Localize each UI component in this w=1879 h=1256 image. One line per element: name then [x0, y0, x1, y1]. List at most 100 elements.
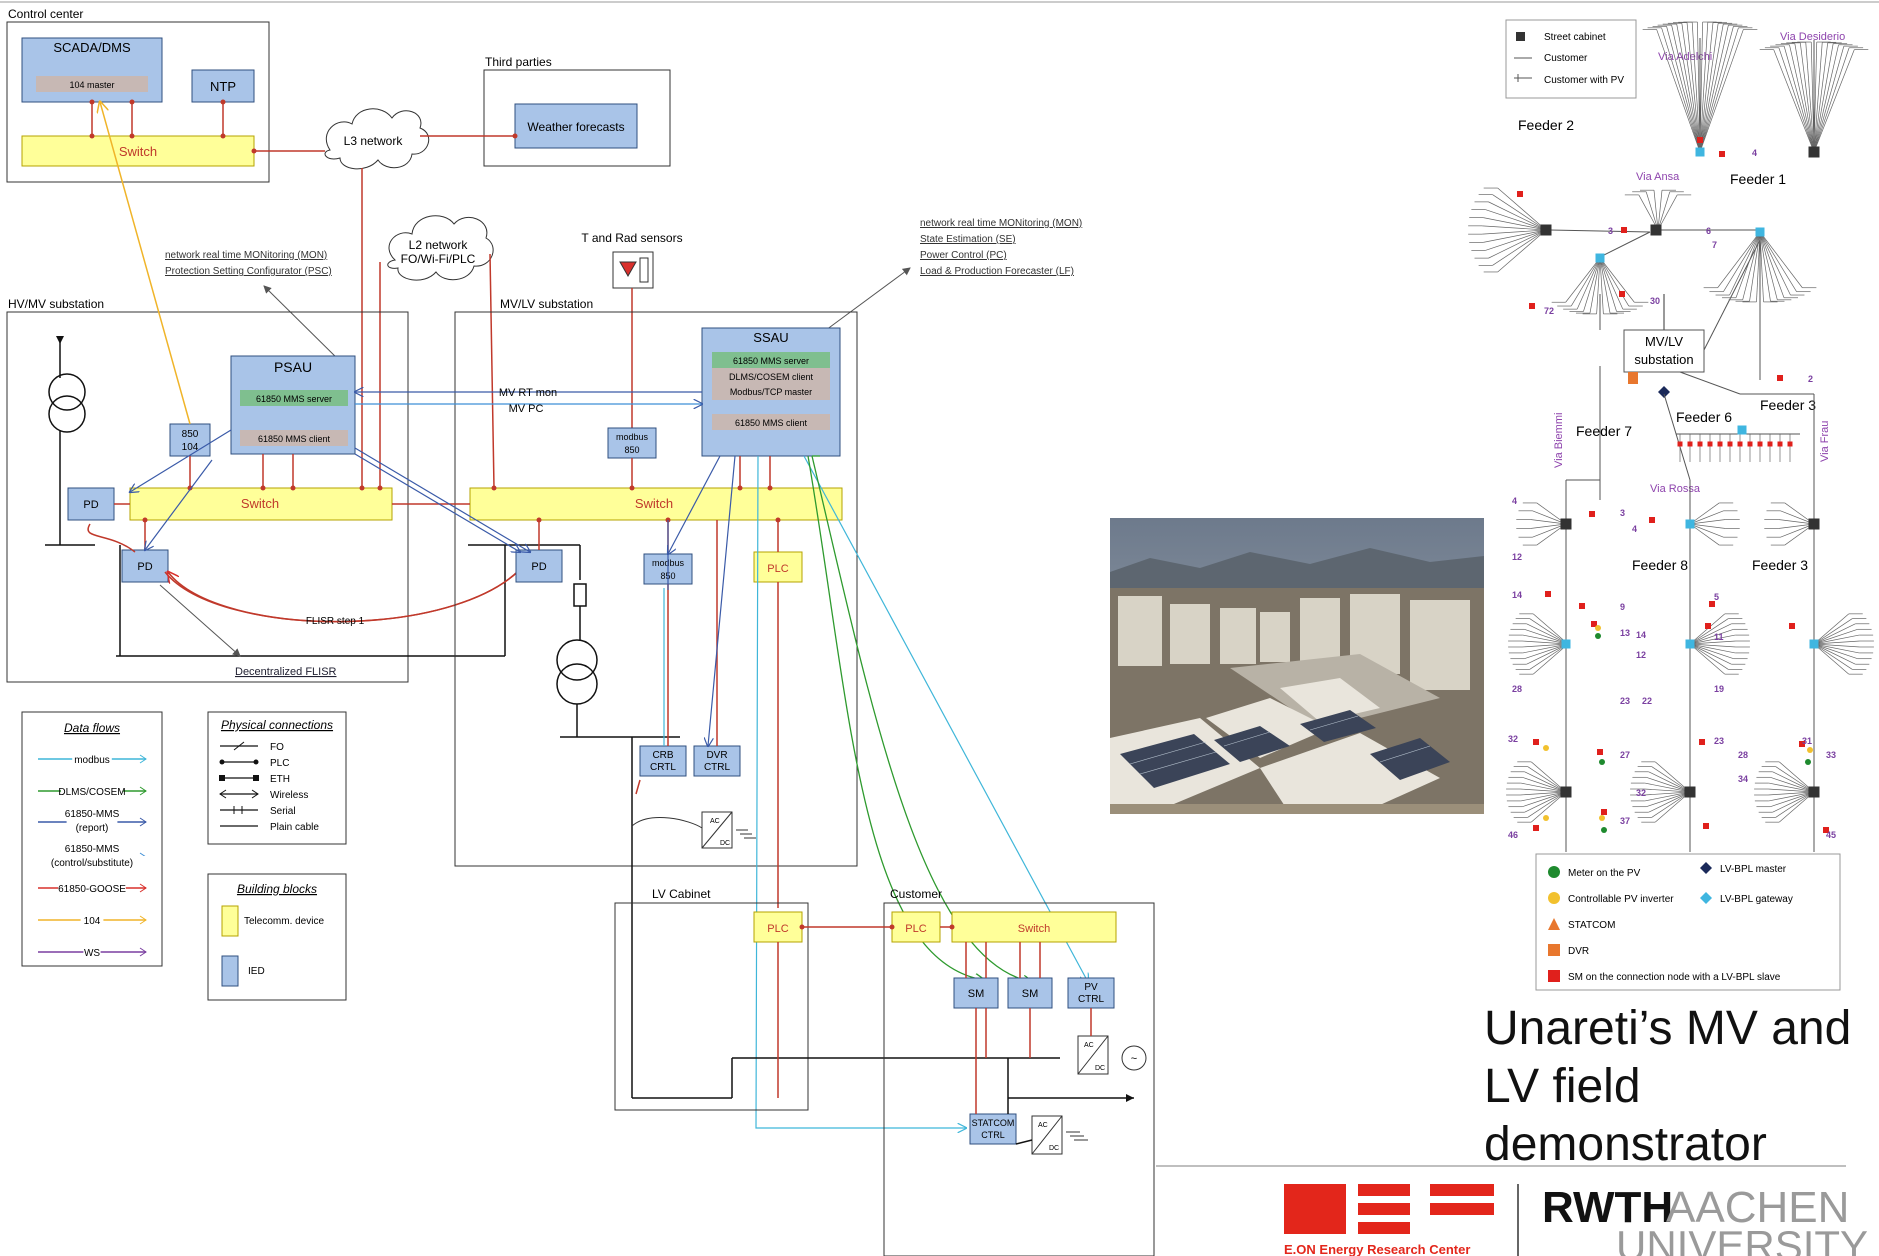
mv-plc-label: PLC: [767, 563, 788, 575]
map-number: 4: [1752, 148, 1757, 158]
mv-pc-label: MV PC: [509, 403, 544, 415]
cust-dc1-label: DC: [1095, 1065, 1105, 1072]
mv-ac-label: AC: [710, 818, 720, 825]
legend-blocks-title: Building blocks: [237, 882, 317, 896]
sensors-label: T and Rad sensors: [581, 231, 682, 245]
l3-network-label: L3 network: [344, 134, 404, 148]
map-number: 7: [1712, 240, 1717, 250]
flows-legend-list: modbusDLMS/COSEM61850-MMS(report)61850-M…: [33, 753, 151, 959]
map-node: [1651, 225, 1662, 236]
map-line: [1680, 372, 1740, 394]
legend-telecom-label: Telecomm. device: [244, 916, 324, 927]
legend-phys-title: Physical connections: [221, 718, 333, 732]
map-number: 23: [1620, 696, 1630, 706]
map-number: 33: [1826, 750, 1836, 760]
map-node: [1621, 227, 1627, 233]
street-ansa: Via Ansa: [1636, 171, 1680, 183]
rwth-logo: RWTH AACHEN UNIVERSITY: [1542, 1183, 1868, 1256]
cust-ac2-label: AC: [1038, 1122, 1048, 1129]
map-node: [1738, 442, 1743, 447]
street-desiderio: Via Desiderio: [1780, 31, 1845, 43]
map-node: [1777, 375, 1783, 381]
customer-box: [884, 903, 1154, 1256]
feeder-7-label: Feeder 7: [1576, 423, 1632, 439]
map-number: 9: [1620, 602, 1625, 612]
phys-legend-label: Wireless: [270, 790, 308, 801]
control-center-label: Control center: [8, 7, 83, 21]
rwth-university: UNIVERSITY: [1616, 1222, 1868, 1256]
eon-logo: E.ON Energy Research Center: [1284, 1184, 1494, 1256]
map-line: [1690, 644, 1731, 664]
map-line: [1498, 230, 1546, 272]
map-node: [1719, 151, 1725, 157]
flow-legend-label: WS: [84, 948, 100, 959]
map-node: [1562, 640, 1571, 649]
map-number: 5: [1714, 592, 1719, 602]
map-node: [1533, 739, 1539, 745]
map-number: 13: [1620, 628, 1630, 638]
map-line: [1795, 44, 1814, 152]
psau-mms-client: 61850 MMS client: [258, 434, 331, 444]
map-line: [1784, 46, 1814, 152]
map-node: [1758, 442, 1763, 447]
ssau-dlms-client: DLMS/COSEM client: [729, 372, 814, 382]
map-line: [1598, 232, 1650, 258]
decentralized-flisr-label: Decentralized FLISR: [235, 666, 337, 678]
l3-network-cloud: L3 network: [325, 109, 429, 169]
map-legend-label: DVR: [1568, 946, 1589, 957]
ssau-note-line2: State Estimation (SE): [920, 234, 1016, 245]
legend-ied-swatch: [222, 956, 238, 986]
map-node: [1541, 225, 1552, 236]
map-number: 14: [1512, 590, 1522, 600]
eon-logo-text: E.ON Energy Research Center: [1284, 1242, 1470, 1256]
map-node: [1748, 442, 1753, 447]
flow-legend-label: modbus: [74, 755, 110, 766]
map-line: [1814, 624, 1855, 644]
ssau-note-line4: Load & Production Forecaster (LF): [920, 266, 1074, 277]
legend-circle-marker: [1548, 866, 1560, 878]
phys-legend-label: PLC: [270, 758, 289, 769]
mvlv-label: MV/LV substation: [500, 297, 593, 311]
legend-flows-box: [22, 712, 162, 966]
map-node: [1696, 148, 1705, 157]
cust-dc2-label: DC: [1049, 1145, 1059, 1152]
map-pv-inverter: [1543, 815, 1549, 821]
lv-plc-label: PLC: [767, 923, 788, 935]
map-line: [1718, 232, 1760, 288]
lv-cabinet-label: LV Cabinet: [652, 887, 711, 901]
map-node: [1778, 442, 1783, 447]
customer-label: Customer: [890, 887, 942, 901]
map-line: [1489, 230, 1546, 258]
mv-rt-mon-label: MV RT mon: [499, 387, 557, 399]
map-number: 3: [1620, 508, 1625, 518]
street-biemmi: Via Biemmi: [1553, 413, 1565, 468]
map-node: [1529, 303, 1535, 309]
map-number: 23: [1714, 736, 1724, 746]
statcom-label1: STATCOM: [972, 1118, 1015, 1128]
104-master-label: 104 master: [69, 80, 114, 90]
map-line: [1760, 232, 1802, 288]
map-node: [1697, 137, 1703, 143]
map-node: [1685, 787, 1696, 798]
map-line: [1814, 44, 1833, 152]
sm2-label: SM: [1022, 988, 1039, 1000]
ssau-note-line1: network real time MONitoring (MON): [920, 218, 1082, 229]
feeder-8-label: Feeder 8: [1632, 557, 1688, 573]
lv-feeder-map: Street cabinet Customer Customer with PV…: [1468, 20, 1874, 990]
ssau-modbus-master: Modbus/TCP master: [730, 387, 812, 397]
map-line: [1533, 644, 1568, 674]
map-node: [1705, 623, 1711, 629]
map-node: [1788, 442, 1793, 447]
legend-square-marker: [1548, 970, 1560, 982]
map-line: [1489, 202, 1546, 230]
ssau-mms-server: 61850 MMS server: [733, 356, 809, 366]
phys-legend-list: FOPLCETHWirelessSerialPlain cable: [219, 742, 319, 833]
map-line: [1814, 46, 1844, 152]
map-node: [1789, 623, 1795, 629]
phys-legend-mark: [253, 775, 259, 781]
flow-legend-label: 61850-GOOSE: [58, 884, 126, 895]
map-number: 45: [1826, 830, 1836, 840]
legend-square-marker: [1548, 944, 1560, 956]
psau-label: PSAU: [274, 359, 312, 375]
flow-legend-label: 61850-MMS: [65, 809, 120, 820]
